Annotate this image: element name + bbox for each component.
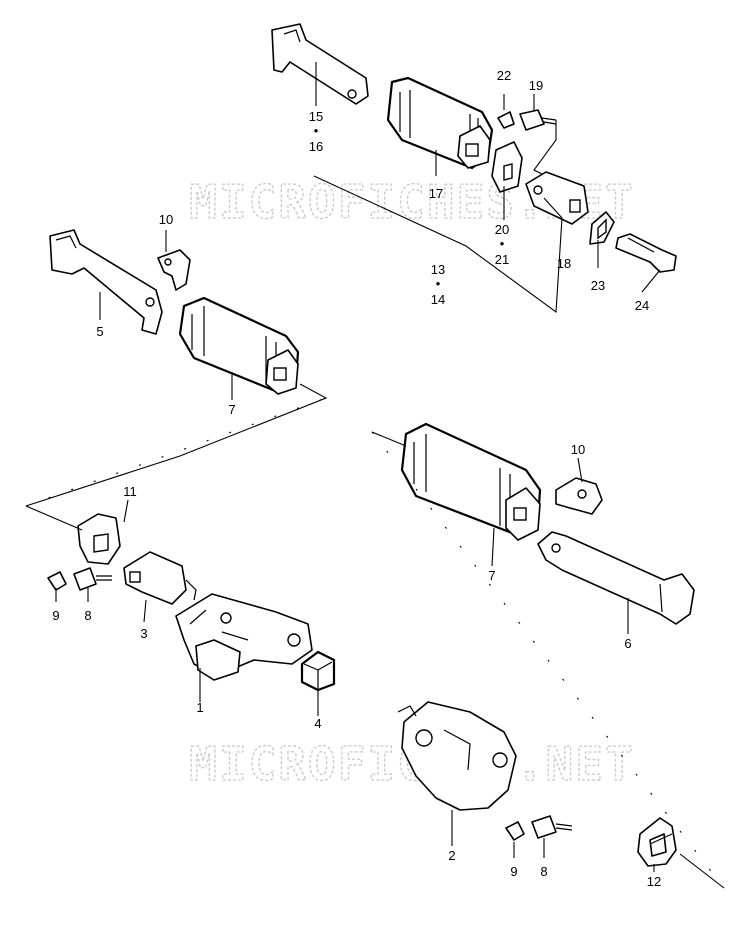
footrest-holder-2 — [397, 701, 517, 811]
callout-21: 21 — [495, 252, 509, 267]
callout-23: 23 — [591, 278, 605, 293]
bolt-8-right — [531, 815, 573, 839]
clip-10-left — [157, 249, 191, 291]
bracket-3 — [123, 551, 197, 605]
footrest-bar-5 — [49, 229, 163, 335]
bracket-18 — [525, 171, 589, 225]
separator-20-21: • — [500, 236, 505, 251]
callout-3: 3 — [140, 626, 147, 641]
callout-16: 16 — [309, 139, 323, 154]
callout-7-right: 7 — [488, 568, 495, 583]
cap-22 — [497, 111, 515, 129]
footrest-rubber-17 — [386, 76, 494, 170]
footrest-rubber-7-left — [178, 296, 300, 395]
separator-13-14: • — [436, 276, 441, 291]
callout-10-left: 10 — [159, 212, 173, 227]
callout-12: 12 — [647, 874, 661, 889]
callout-1: 1 — [196, 700, 203, 715]
callout-14: 14 — [431, 292, 445, 307]
callout-19: 19 — [529, 78, 543, 93]
callout-10-right: 10 — [571, 442, 585, 457]
cap-9-left — [47, 571, 67, 591]
clip-10-right — [555, 477, 603, 515]
callout-9-right: 9 — [510, 864, 517, 879]
callout-20: 20 — [495, 222, 509, 237]
washer-11 — [77, 513, 121, 565]
callout-15: 15 — [309, 109, 323, 124]
callout-5: 5 — [96, 324, 103, 339]
footrest-rubber-7-right — [400, 422, 542, 541]
callout-8-right: 8 — [540, 864, 547, 879]
bolt-8-left — [73, 567, 112, 591]
callout-9-left: 9 — [52, 608, 59, 623]
footrest-holder-1 — [175, 593, 313, 681]
washer-20 — [491, 141, 523, 193]
collar-4 — [300, 650, 336, 692]
callout-24: 24 — [635, 298, 649, 313]
callout-22: 22 — [497, 68, 511, 83]
callout-4: 4 — [314, 716, 321, 731]
callout-17: 17 — [429, 186, 443, 201]
bolt-24 — [615, 233, 677, 273]
washer-23 — [589, 211, 615, 245]
callout-8-left: 8 — [84, 608, 91, 623]
cap-9-right — [505, 821, 525, 841]
callout-13: 13 — [431, 262, 445, 277]
footrest-bar-15 — [271, 23, 369, 105]
callout-2: 2 — [448, 848, 455, 863]
callout-7-left: 7 — [228, 402, 235, 417]
footrest-bar-6 — [537, 531, 695, 625]
callout-11: 11 — [123, 484, 137, 499]
callout-6: 6 — [624, 636, 631, 651]
callout-18: 18 — [557, 256, 571, 271]
bolt-19 — [519, 109, 557, 131]
washer-12 — [637, 817, 677, 867]
separator-15-16: • — [314, 123, 319, 138]
